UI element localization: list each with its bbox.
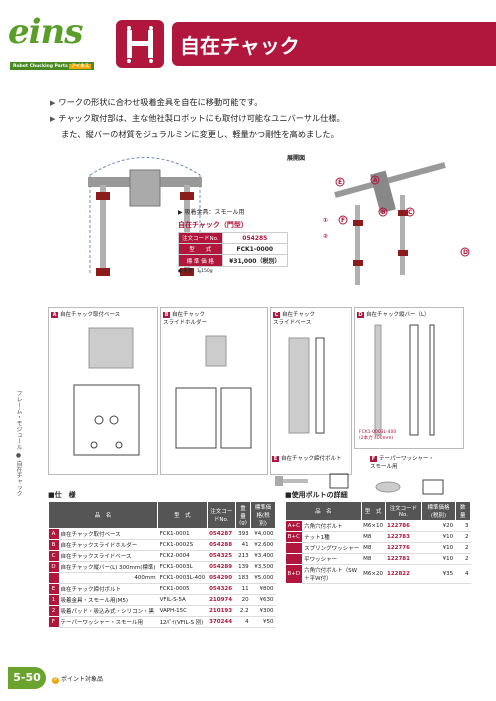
callout-F: F — [341, 217, 345, 224]
intro-line: また、縦バーの材質をジュラルミンに変更し、軽量かつ剛性を高めました。 — [61, 129, 339, 139]
spec-section-title: ■仕 様 — [48, 491, 76, 499]
product-name: 自在チャック（門型） — [178, 221, 248, 229]
triangle-bullet-icon: ▶ — [50, 115, 56, 123]
suction-note: ▶ 吸着金具：スモール用 — [178, 209, 245, 216]
brand-logo: eins Robot Chucking Parts アイネス — [8, 12, 95, 70]
callout-1: ① — [323, 217, 328, 224]
callout-B: B — [381, 209, 386, 216]
callout-C: C — [408, 209, 413, 216]
product-photo — [60, 150, 230, 295]
page-number: 5-50 — [8, 667, 46, 689]
page-title: 自在チャック — [172, 22, 496, 66]
triangle-bullet-icon: ▶ — [50, 99, 56, 107]
weight-note: ● 重量：1,150g — [178, 269, 213, 274]
point-icon: P — [52, 677, 59, 684]
intro-line: ▶チャック取付部は、主な他社製ロボットにも取付け可能なユニバーサル仕様。 — [50, 113, 345, 123]
exploded-label: 展開図 — [287, 155, 306, 162]
intro-line: ▶ワークの形状に合わせ吸着金具を自在に移動可能です。 — [50, 97, 263, 107]
bolt-section-title: ■使用ボルトの詳細 — [285, 491, 348, 499]
spec-row: 標 準 価 格¥31,000（税別） — [178, 254, 289, 267]
spec-header-row: 品 名型 式注文コードNo.重量(g)標準価格(税別) — [47, 501, 276, 529]
exploded-diagram: E A B C D F ① ② — [285, 150, 470, 300]
logo-text: eins — [8, 12, 83, 52]
callout-A: A — [373, 177, 378, 184]
side-text: フレーム・モジュール ● 自在チャック — [15, 390, 22, 497]
d-note: FCK1-0003L-400 (2本力 400mm) — [359, 430, 397, 441]
bolt-header-row: 品 名型 式注文コードNo.標準価格(税別)数 量 — [285, 501, 472, 521]
logo-tagline: Robot Chucking Parts アイネス — [10, 62, 95, 70]
intro-list: ▶ワークの形状に合わせ吸着金具を自在に移動可能です。 ▶チャック取付部は、主な他… — [50, 95, 470, 142]
spec-row: 注文コードNo.054285 — [178, 232, 289, 244]
callout-D: D — [463, 249, 468, 256]
chuck-icon — [116, 20, 164, 68]
callout-E: E — [338, 179, 342, 186]
callout-2: ② — [323, 233, 328, 240]
